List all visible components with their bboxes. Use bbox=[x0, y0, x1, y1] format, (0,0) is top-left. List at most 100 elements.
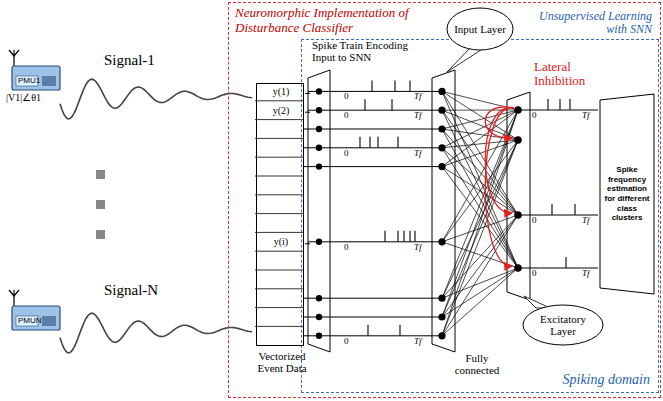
callout-tail bbox=[447, 48, 484, 72]
node-label: Spike frequency estimation for different… bbox=[603, 165, 651, 223]
axis-label: 0 bbox=[344, 337, 349, 347]
stroke bbox=[414, 231, 415, 242]
axis-label: 0 bbox=[532, 269, 537, 279]
neuron bbox=[438, 125, 445, 132]
stroke bbox=[535, 268, 590, 269]
stroke bbox=[255, 213, 303, 214]
stroke bbox=[442, 110, 518, 336]
learning-region: Unsupervised Learning with SNNSpiking do… bbox=[301, 39, 659, 393]
stroke bbox=[255, 138, 303, 139]
axis-label: 0 bbox=[344, 243, 349, 253]
stroke bbox=[442, 140, 518, 298]
stroke bbox=[319, 298, 442, 299]
axis-label: Tf bbox=[582, 216, 590, 226]
axis-label: Tf bbox=[414, 111, 422, 121]
stroke bbox=[442, 129, 518, 268]
stroke bbox=[397, 231, 398, 242]
axis-label: Tf bbox=[582, 111, 590, 121]
signal-name: Signal-N bbox=[104, 282, 158, 299]
stroke bbox=[255, 307, 303, 308]
stroke bbox=[442, 268, 518, 298]
signal-name: Signal-1 bbox=[104, 52, 155, 69]
stroke bbox=[442, 110, 518, 317]
stroke bbox=[377, 137, 378, 148]
stroke bbox=[442, 167, 518, 268]
stroke bbox=[397, 137, 398, 148]
axis-label: 0 bbox=[344, 92, 349, 102]
stroke bbox=[319, 129, 442, 130]
neuron bbox=[514, 136, 522, 144]
vector-cell: y(2) bbox=[257, 103, 305, 122]
stroke bbox=[551, 204, 552, 215]
axis-label: 0 bbox=[532, 111, 537, 121]
neuron bbox=[438, 144, 445, 151]
encoder-shape bbox=[308, 70, 530, 352]
region-title: Neuromorphic Implementation of Disturban… bbox=[235, 6, 410, 35]
stroke bbox=[442, 242, 518, 268]
stroke bbox=[367, 325, 368, 336]
inhibition-arc bbox=[485, 108, 514, 213]
spike-network bbox=[60, 79, 598, 353]
stroke bbox=[590, 215, 598, 216]
stroke bbox=[255, 157, 303, 158]
node-label: y(1) bbox=[257, 86, 305, 97]
connector bbox=[305, 112, 310, 113]
connector bbox=[305, 93, 310, 94]
annotation: Fully connected bbox=[446, 352, 508, 376]
stroke bbox=[442, 110, 518, 148]
neuron bbox=[438, 295, 445, 302]
axis-label: Tf bbox=[414, 243, 422, 253]
stroke bbox=[409, 80, 410, 91]
stroke bbox=[350, 147, 422, 148]
stroke bbox=[369, 137, 370, 148]
neuron bbox=[438, 163, 445, 170]
stroke bbox=[442, 91, 518, 215]
vector-cell: y(1) bbox=[257, 84, 305, 103]
axis-label: Tf bbox=[414, 337, 422, 347]
stroke bbox=[319, 166, 442, 167]
node-label: y(2) bbox=[257, 105, 305, 116]
stroke bbox=[442, 268, 518, 336]
neuron bbox=[438, 88, 445, 95]
stroke bbox=[255, 119, 303, 120]
stroke bbox=[590, 268, 598, 269]
stroke bbox=[350, 241, 422, 242]
node-label: Vectorized Event Data bbox=[253, 350, 311, 375]
axis-label: Tf bbox=[414, 92, 422, 102]
box-outline bbox=[600, 94, 654, 294]
ellipse-outline bbox=[447, 8, 513, 50]
stroke bbox=[371, 80, 372, 91]
stroke bbox=[255, 326, 303, 327]
device-name: PMUN bbox=[18, 317, 42, 326]
stroke bbox=[255, 194, 303, 195]
neuron bbox=[438, 332, 445, 339]
stroke bbox=[559, 99, 560, 110]
stroke bbox=[442, 110, 518, 111]
stroke bbox=[391, 99, 392, 110]
stroke bbox=[394, 80, 395, 91]
phasor-label: |V1|∠θ1 bbox=[6, 92, 41, 103]
node-label: Input Layer bbox=[450, 23, 510, 35]
stroke bbox=[442, 110, 518, 268]
connector bbox=[305, 243, 310, 244]
stroke bbox=[442, 140, 518, 336]
inhibition-arc bbox=[485, 108, 514, 266]
stroke bbox=[442, 110, 518, 215]
neuron bbox=[438, 238, 445, 245]
node-label: y(i) bbox=[257, 236, 305, 247]
stroke bbox=[255, 176, 303, 177]
stroke bbox=[442, 110, 518, 129]
neuron bbox=[438, 313, 445, 320]
ellipsis-marks bbox=[96, 170, 105, 239]
stroke bbox=[442, 91, 518, 268]
stroke bbox=[255, 270, 303, 271]
stroke bbox=[565, 257, 566, 268]
device-name: PMU1 bbox=[18, 77, 40, 86]
stroke bbox=[442, 140, 518, 317]
stroke bbox=[442, 140, 518, 242]
axis-label: Tf bbox=[414, 149, 422, 159]
stroke bbox=[574, 204, 575, 215]
output-box: Spike frequency estimation for different… bbox=[600, 94, 654, 294]
annotation: Lateral Inhibition bbox=[534, 60, 596, 89]
data-vector: Vectorized Event Datay(1)y(2)y(i) bbox=[256, 83, 304, 346]
